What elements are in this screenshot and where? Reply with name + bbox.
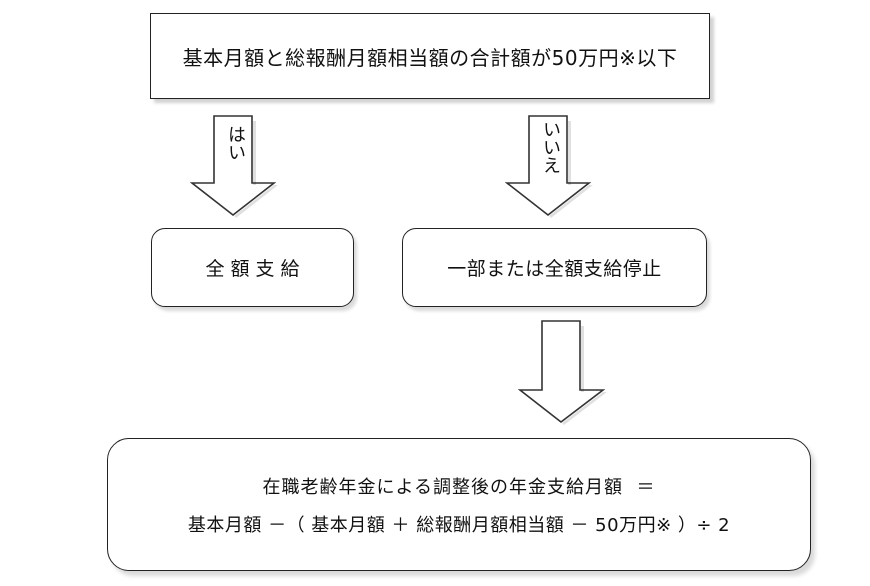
yes-arrow (190, 113, 278, 219)
condition-text: 基本月額と総報酬月額相当額の合計額が50万円※以下 (182, 45, 678, 70)
condition-box: 基本月額と総報酬月額相当額の合計額が50万円※以下 (150, 13, 710, 99)
no-arrow-label: いいえ (540, 120, 561, 174)
partial-stop-text: 一部または全額支給停止 (447, 258, 662, 280)
formula-line-2: 基本月額 －（ 基本月額 ＋ 総報酬月額相当額 － 50万円※ ）÷ 2 (187, 514, 731, 536)
full-payment-text: 全額支給 (205, 258, 306, 280)
no-arrow (505, 113, 593, 219)
full-payment-box: 全額支給 (151, 228, 354, 307)
formula-box: 在職老齢年金による調整後の年金支給月額 ＝ 基本月額 －（ 基本月額 ＋ 総報酬… (107, 438, 811, 571)
yes-arrow-label: はい (225, 125, 246, 161)
partial-stop-box: 一部または全額支給停止 (402, 228, 707, 307)
formula-line-1: 在職老齢年金による調整後の年金支給月額 ＝ (262, 476, 656, 498)
formula-arrow (518, 318, 608, 426)
